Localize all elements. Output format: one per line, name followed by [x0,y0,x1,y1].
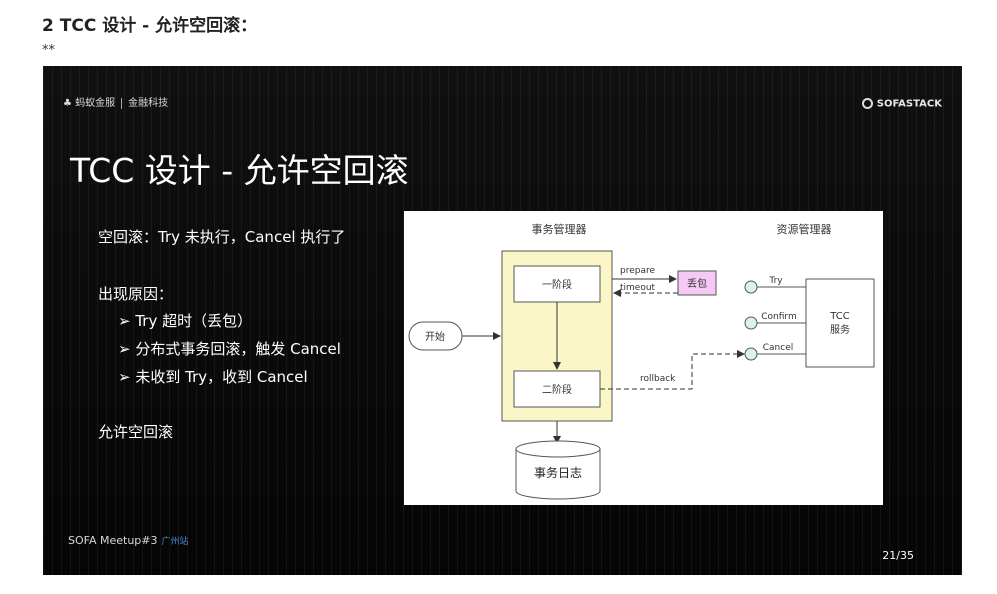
footer-text: SOFA Meetup#3 [68,534,158,547]
lost-packet-box [677,270,717,296]
phase1-box [513,265,601,303]
arrow-bullet-icon: ➢ [118,340,136,358]
logo-text: 蚂蚁金服 [75,98,116,109]
ant-logo-icon: ♣ [63,98,72,109]
logo-divider [121,97,123,109]
confirm-label: Confirm [761,312,796,322]
confirm-interface [744,316,758,330]
logo-sub: 金融科技 [128,98,169,109]
arrow-bullet-icon: ➢ [118,368,136,386]
stars-text: ** [42,43,55,58]
phase2-box [513,370,601,408]
reasons-title: 出现原因： [98,285,174,303]
allow-empty-rollback: 允许空回滚 [98,423,174,441]
tm-label: 事务管理器 [532,222,587,236]
start-label: 开始 [425,330,445,343]
slide-image: ♣ 蚂蚁金服 金融科技 SOFASTACK TCC 设计 - 允许空回滚 空回滚：… [43,66,962,575]
empty-rollback-definition: 空回滚：Try 未执行，Cancel 执行了 [98,228,346,246]
timeout-label: timeout [620,283,656,293]
arrow-bullet-icon: ➢ [118,312,136,330]
page-number: 21/35 [882,549,914,562]
footer-city: 广州站 [161,537,189,547]
section-heading: 2 TCC 设计 - 允许空回滚： [42,16,258,36]
rollback-label: rollback [640,374,676,384]
tcc-diagram: 事务管理器 资源管理器 一阶段 二阶段 开始 prepare 丢包 timeo [404,211,883,505]
phase2-label: 二阶段 [542,383,572,396]
tcc-diagram-svg: 事务管理器 资源管理器 一阶段 二阶段 开始 prepare 丢包 timeo [408,222,875,500]
tcc-service-line2: 服务 [830,323,850,336]
sofastack-icon [861,98,873,109]
try-interface [744,280,758,294]
phase1-label: 一阶段 [542,278,572,291]
tcc-service-line1: TCC [829,311,850,322]
prepare-label: prepare [620,266,655,276]
tcc-service-box [805,278,875,368]
brand-text: SOFASTACK [876,98,942,110]
lost-packet-label: 丢包 [687,277,707,290]
try-label: Try [768,276,783,286]
log-label: 事务日志 [534,465,582,480]
reason-item: ➢ 分布式事务回滚，触发 Cancel [118,340,341,358]
cancel-interface [744,347,758,361]
log-cylinder [515,449,601,500]
slide-title: TCC 设计 - 允许空回滚 [70,151,409,190]
sofastack-logo: SOFASTACK [861,98,942,110]
cancel-label: Cancel [763,343,794,353]
ant-financial-logo: ♣ 蚂蚁金服 金融科技 [63,94,168,109]
reason-item: ➢ Try 超时（丢包） [118,312,253,330]
rollback-arrow [600,350,745,390]
reason-item: ➢ 未收到 Try，收到 Cancel [118,368,308,386]
rm-label: 资源管理器 [777,222,832,236]
